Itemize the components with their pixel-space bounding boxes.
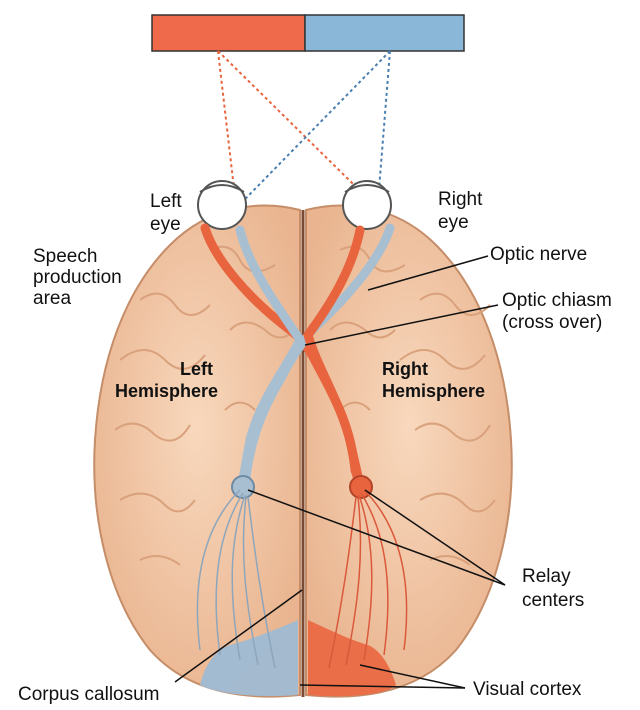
optic-chiasm-label: Optic chiasm (cross over) [502,290,617,333]
visual-field-right [305,15,464,51]
right-eye [343,181,391,229]
visual-field-left [152,15,305,51]
visual-cortex-label: Visual cortex [473,679,582,700]
brain [94,206,512,697]
relay-centers-label: Relay centers [522,566,584,611]
corpus-callosum-label: Corpus callosum [18,684,160,705]
speech-area-label: Speech production area [33,246,127,309]
left-eye [198,181,246,229]
left-eye-label: Left eye [150,191,187,235]
optic-nerve-label: Optic nerve [490,244,587,265]
right-eye-label: Right eye [438,189,488,233]
